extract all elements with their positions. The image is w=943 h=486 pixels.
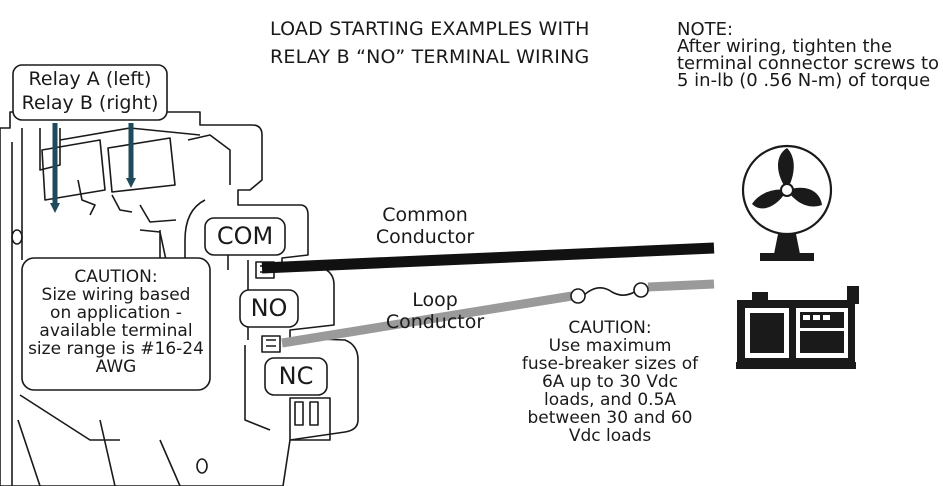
com-terminal-box bbox=[204, 217, 286, 256]
common-conductor-label-line-1: Common bbox=[382, 204, 468, 226]
fuse-caution-line-1: CAUTION: bbox=[568, 318, 652, 338]
nc-terminal-box bbox=[264, 357, 328, 396]
relay-label-box bbox=[12, 64, 168, 121]
note-line-2: terminal connector screws to bbox=[677, 53, 940, 74]
wiring-caution-line-4: available terminal bbox=[39, 321, 193, 341]
fuse-caution-line-2: Use maximum bbox=[548, 336, 672, 356]
fuse-icon bbox=[570, 282, 649, 304]
no-terminal-label: NO bbox=[250, 294, 288, 322]
fuse-caution-line-7: Vdc loads bbox=[568, 426, 652, 446]
note-heading: NOTE: bbox=[677, 19, 734, 40]
fuse-caution-line-3: fuse-breaker sizes of bbox=[521, 354, 699, 374]
wiring-caution-line-1: CAUTION: bbox=[74, 267, 158, 287]
generator-icon bbox=[736, 286, 859, 369]
wiring-caution-line-6: AWG bbox=[95, 357, 137, 377]
wiring-caution-line-5: size range is #16-24 bbox=[28, 339, 204, 359]
no-terminal-box bbox=[239, 289, 299, 328]
fan-icon bbox=[741, 144, 833, 261]
relay-label-line-2: Relay B (right) bbox=[21, 92, 159, 114]
diagram-title-line-1: LOAD STARTING EXAMPLES WITH bbox=[270, 18, 590, 40]
fuse-caution-line-6: between 30 and 60 bbox=[527, 408, 693, 428]
loop-conductor-wire bbox=[281, 279, 715, 348]
fuse-caution-line-5: loads, and 0.5A bbox=[543, 390, 677, 410]
wiring-caution-line-2: Size wiring based bbox=[41, 285, 191, 305]
note-line-3: 5 in-lb (0 .56 N-m) of torque bbox=[677, 70, 931, 91]
wiring-caution-line-3: on application - bbox=[50, 303, 182, 323]
fuse-caution-line-4: 6A up to 30 Vdc bbox=[541, 372, 679, 392]
loop-conductor-label-line-1: Loop bbox=[412, 289, 458, 311]
diagram-title-line-2: RELAY B “NO” TERMINAL WIRING bbox=[270, 46, 590, 68]
loop-conductor-label-line-2: Conductor bbox=[385, 311, 485, 333]
common-conductor-label-line-2: Conductor bbox=[375, 226, 475, 248]
com-terminal-label: COM bbox=[216, 222, 274, 250]
relay-label-line-1: Relay A (left) bbox=[28, 68, 152, 90]
note-line-1: After wiring, tighten the bbox=[677, 36, 893, 57]
common-conductor-wire bbox=[261, 242, 715, 274]
wiring-caution-box bbox=[21, 257, 211, 391]
nc-terminal-label: NC bbox=[278, 362, 314, 390]
